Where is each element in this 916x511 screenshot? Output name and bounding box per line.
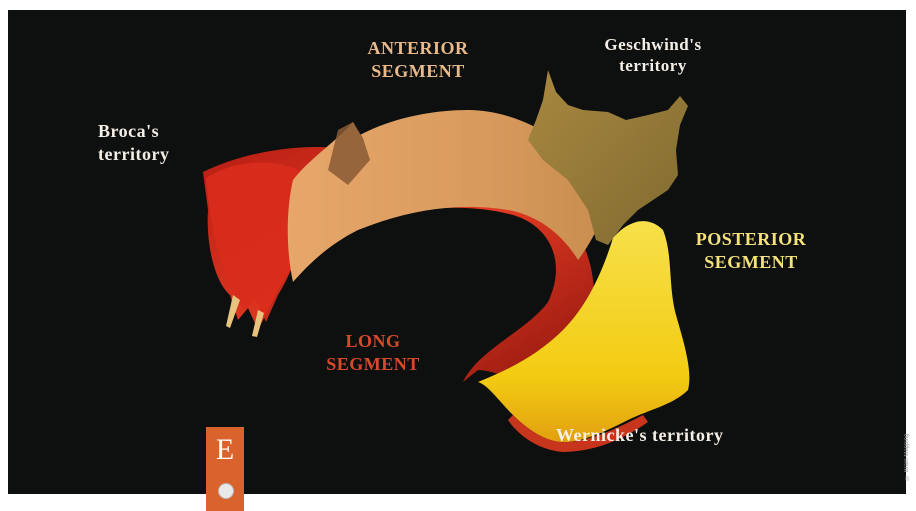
image-credit: © Brain Mapping <box>904 400 914 480</box>
label-anterior-segment: ANTERIOR SEGMENT <box>343 37 493 82</box>
label-wernicke-territory: Wernicke's territory <box>556 424 723 447</box>
label-geschwind-territory: Geschwind's territory <box>583 34 723 77</box>
label-long-segment: LONG SEGMENT <box>308 330 438 375</box>
logo-letter: E <box>206 427 244 467</box>
label-posterior-segment: POSTERIOR SEGMENT <box>676 228 826 273</box>
diagram-panel: Broca's territory ANTERIOR SEGMENT Gesch… <box>8 10 906 494</box>
publisher-logo: E <box>206 427 244 511</box>
logo-dot-icon <box>218 483 234 499</box>
label-broca-territory: Broca's territory <box>98 120 169 165</box>
